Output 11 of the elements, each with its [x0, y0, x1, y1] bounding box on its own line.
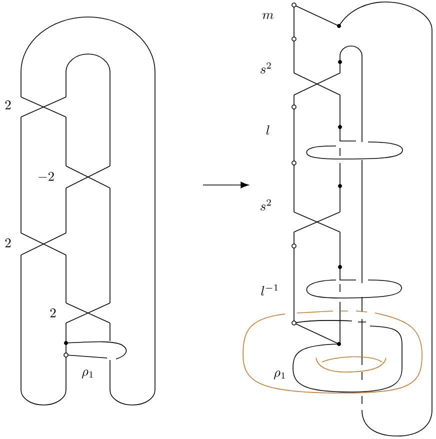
knot-label: $\rho_1$: [82, 370, 93, 378]
knot-label: $s^2$: [260, 199, 271, 211]
knot-label: $-2$: [38, 172, 54, 181]
knot-label: $l^{-1}$: [261, 284, 278, 296]
knot-label: $\rho_1$: [274, 370, 285, 380]
knot-label: $2$: [5, 238, 11, 248]
knot-label: $2$: [50, 308, 56, 318]
knot-label: $m$: [262, 12, 274, 20]
knot-label: $s^2$: [260, 62, 271, 74]
knot-label: $l$: [266, 125, 270, 135]
knot-label: $2$: [5, 100, 11, 110]
